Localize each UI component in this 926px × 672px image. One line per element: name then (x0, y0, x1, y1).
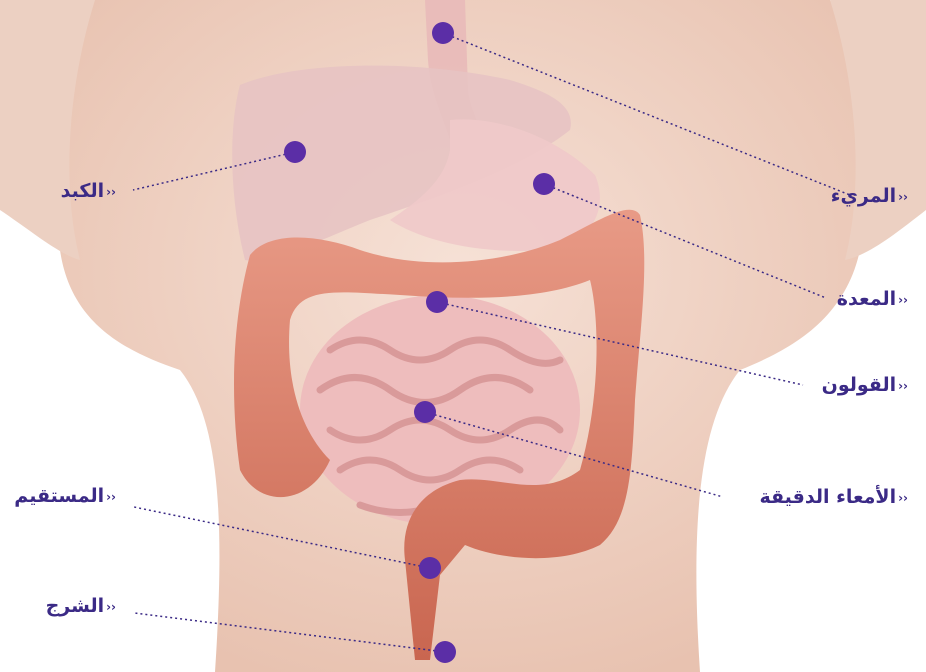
colon-leader (437, 302, 803, 385)
label-esophagus: ‹‹المريء (752, 184, 910, 209)
arrow-icon: ‹‹ (106, 600, 116, 614)
rectum-leader (134, 507, 430, 568)
label-rectum: ‹‹المستقيم (6, 484, 118, 509)
label-anus: ‹‹الشرج (6, 594, 118, 619)
colon-marker (426, 291, 448, 313)
label-colon: ‹‹القولون (752, 373, 910, 398)
label-liver: ‹‹الكبد (6, 179, 118, 204)
label-small-intestine: ‹‹الأمعاء الدقيقة (752, 485, 910, 510)
anus-leader (134, 613, 445, 652)
arrow-icon: ‹‹ (106, 185, 116, 199)
small-intestine-leader (425, 412, 723, 497)
liver-leader (133, 152, 295, 190)
arrow-icon: ‹‹ (898, 491, 908, 505)
liver-marker (284, 141, 306, 163)
arrow-icon: ‹‹ (898, 293, 908, 307)
label-stomach: ‹‹المعدة (752, 287, 910, 312)
esophagus-marker (432, 22, 454, 44)
stomach-marker (533, 173, 555, 195)
arrow-icon: ‹‹ (898, 190, 908, 204)
arrow-icon: ‹‹ (898, 379, 908, 393)
anus-marker (434, 641, 456, 663)
esophagus-leader (443, 33, 850, 195)
small-intestine-marker (414, 401, 436, 423)
arrow-icon: ‹‹ (106, 490, 116, 504)
rectum-marker (419, 557, 441, 579)
